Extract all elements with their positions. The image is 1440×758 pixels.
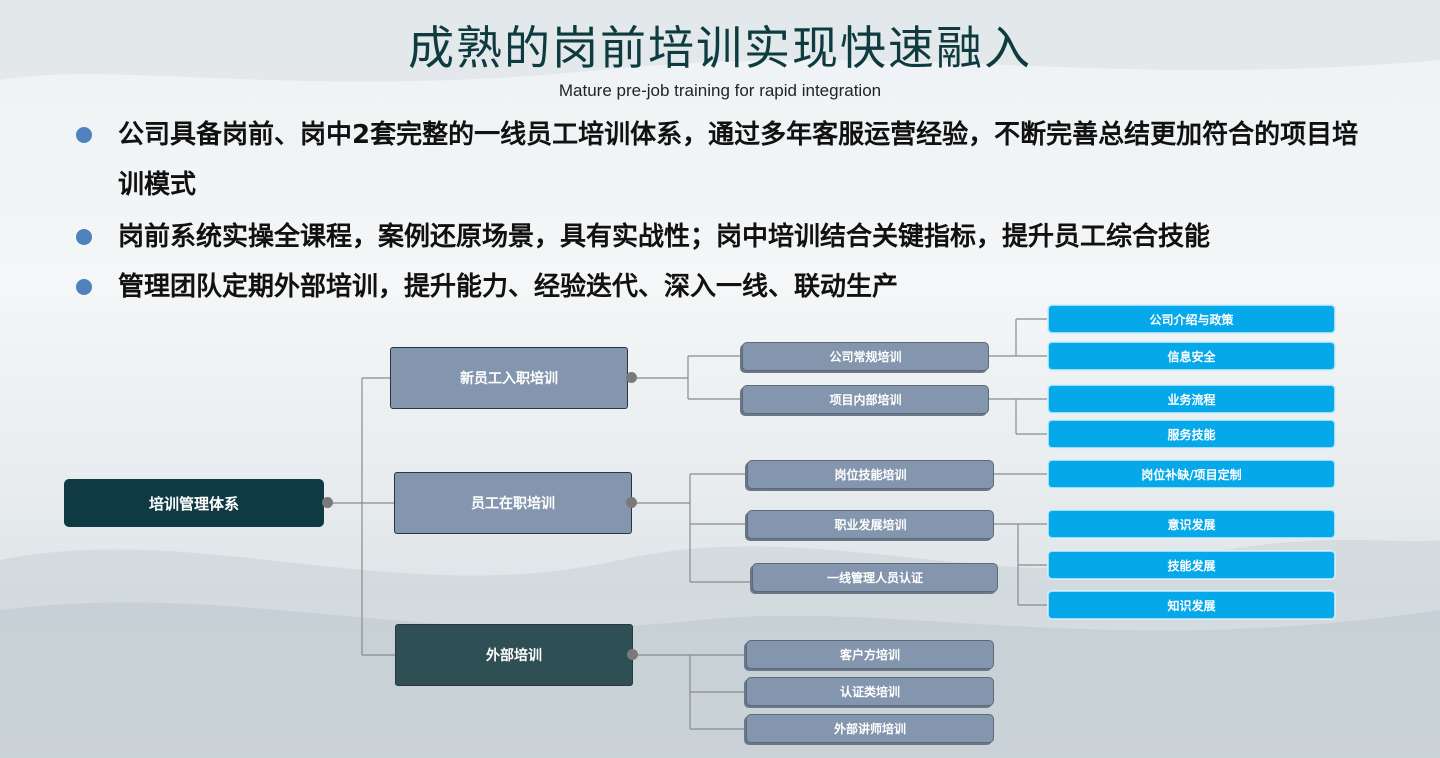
sub-node-company-general: 公司常规培训 xyxy=(742,342,989,371)
connector-dot-icon xyxy=(627,649,638,660)
bullet-text: 公司具备岗前、岗中2套完整的一线员工培训体系，通过多年客服运营经验，不断完善总结… xyxy=(118,120,1359,200)
connector-dot-icon xyxy=(322,497,333,508)
leaf-node-info-security: 信息安全 xyxy=(1048,342,1335,370)
leaf-node-awareness-dev: 意识发展 xyxy=(1048,510,1335,538)
sub-node-certification-training: 认证类培训 xyxy=(746,677,994,706)
page-title: 成熟的岗前培训实现快速融入 xyxy=(408,21,1032,75)
sub-node-post-skill: 岗位技能培训 xyxy=(747,460,994,489)
leaf-node-skill-dev: 技能发展 xyxy=(1048,551,1335,579)
bullet-text: 岗前系统实操全课程，案例还原场景，具有实战性；岗中培训结合关键指标，提升员工综合… xyxy=(118,222,1211,252)
sub-node-frontline-manager-cert: 一线管理人员认证 xyxy=(752,563,998,592)
page-subtitle: Mature pre-job training for rapid integr… xyxy=(558,81,882,100)
leaf-node-service-skill: 服务技能 xyxy=(1048,420,1335,448)
sub-node-external-lecturer: 外部讲师培训 xyxy=(746,714,994,743)
leaf-node-business-process: 业务流程 xyxy=(1048,385,1335,413)
connector-dot-icon xyxy=(626,372,637,383)
branch-node-on-job: 员工在职培训 xyxy=(394,472,632,534)
sub-node-client-training: 客户方培训 xyxy=(746,640,994,669)
leaf-node-knowledge-dev: 知识发展 xyxy=(1048,591,1335,619)
bullet-dot-icon xyxy=(76,279,92,295)
tree-root-node: 培训管理体系 xyxy=(64,479,324,527)
bullet-text: 管理团队定期外部培训，提升能力、经验迭代、深入一线、联动生产 xyxy=(118,272,899,302)
branch-node-new-hire: 新员工入职培训 xyxy=(390,347,628,409)
leaf-node-company-intro: 公司介绍与政策 xyxy=(1048,305,1335,333)
sub-node-project-internal: 项目内部培训 xyxy=(742,385,989,414)
sub-node-career-development: 职业发展培训 xyxy=(747,510,994,539)
leaf-node-post-fill: 岗位补缺/项目定制 xyxy=(1048,460,1335,488)
branch-node-external: 外部培训 xyxy=(395,624,633,686)
connector-dot-icon xyxy=(626,497,637,508)
bullet-dot-icon xyxy=(76,229,92,245)
bullet-item: 公司具备岗前、岗中2套完整的一线员工培训体系，通过多年客服运营经验，不断完善总结… xyxy=(76,110,1376,210)
bullet-item: 管理团队定期外部培训，提升能力、经验迭代、深入一线、联动生产 xyxy=(76,262,1376,312)
bullet-item: 岗前系统实操全课程，案例还原场景，具有实战性；岗中培训结合关键指标，提升员工综合… xyxy=(76,212,1376,262)
bullet-dot-icon xyxy=(76,127,92,143)
